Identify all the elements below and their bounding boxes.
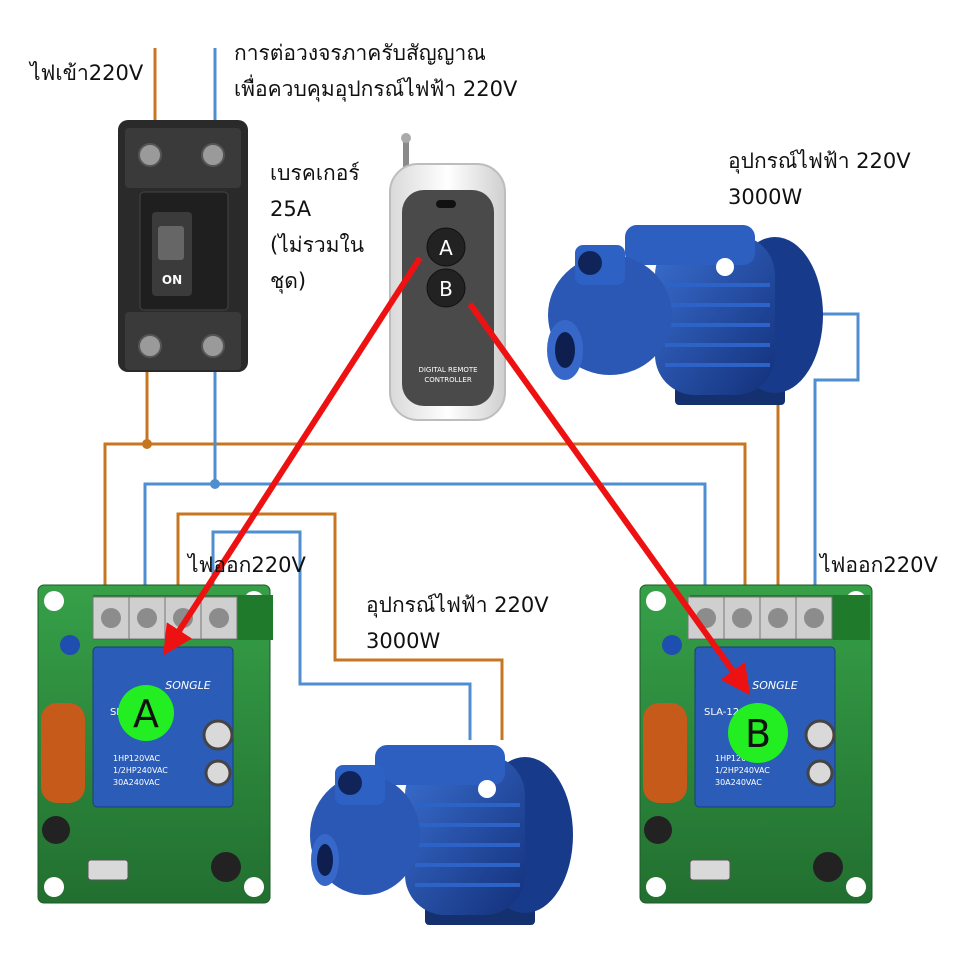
badge-a [118,685,174,741]
badge-a-label: A [133,692,159,736]
signal-title-line1: การต่อวงจรภาครับสัญญาณ [234,41,486,65]
relay-model-right: SLA-12 [704,707,739,718]
wires [103,48,860,740]
remote-brand-line2: CONTROLLER [424,376,472,384]
remote-button-a-label: A [439,236,453,260]
relay-spec2-left: 1/2HP240VAC [113,766,168,775]
remote-button-a[interactable]: A [426,227,466,267]
signal-title-line2: เพื่อควบคุมอุปกรณ์ไฟฟ้า 220V [234,77,518,101]
live-junction [142,439,152,449]
device-top-label-line2: 3000W [728,185,803,209]
breaker-label-line4: ชุด) [270,269,307,293]
relay-spec3-left: 30A240VAC [113,778,160,787]
power-out-left-label: ไฟออก220V [188,553,306,577]
neutral-junction [210,479,220,489]
live-bus-wire [103,368,149,598]
capacitor-icon [202,719,234,751]
pump-icon-bottom [310,745,573,925]
breaker-label-line1: เบรคเกอร์ [270,161,360,185]
relay-brand-left: SONGLE [165,679,211,692]
badge-b-label: B [745,712,771,756]
relay-brand-right: SONGLE [752,679,798,692]
power-out-right-label: ไฟออก220V [820,553,938,577]
relay-spec2-right: 1/2HP240VAC [715,766,770,775]
remote-button-b-label: B [439,277,453,301]
left-out-live-wire [176,512,504,740]
badge-b [728,703,788,763]
remote-brand-line1: DIGITAL REMOTE [418,366,477,374]
device-bottom-label-line1: อุปกรณ์ไฟฟ้า 220V [366,593,549,617]
terminal-block [687,596,833,640]
device-bottom-label-line2: 3000W [366,629,441,653]
receiver-board-right: SONGLE SLA-12 1HP120VAC 1/2HP240VAC 30A2… [639,584,873,904]
signal-arrow-a [163,256,423,656]
neutral-bus-wire-right [215,482,707,598]
power-in-label: ไฟเข้า220V [30,61,144,85]
relay-spec3-right: 30A240VAC [715,778,762,787]
receiver-board-left: SONGLE SLA- 1HP120VAC 1/2HP240VAC 30A240… [37,584,273,904]
breaker-label-line2: 25A [270,197,312,221]
remote-button-b[interactable]: B [426,268,466,308]
relay-spec1-left: 1HP120VAC [113,754,160,763]
neutral-bus-wire [143,368,217,598]
breaker-switch-label: ON [162,273,182,287]
right-out-neutral-wire [813,312,860,598]
remote-icon: A B DIGITAL REMOTE CONTROLLER [389,133,506,421]
relay-spec1-right: 1HP120VAC [715,754,762,763]
terminal-block [92,596,238,640]
pump-icon-top [547,225,823,405]
live-bus-wire-right [147,442,747,598]
breaker-icon: ON [118,120,248,372]
left-out-neutral-wire [211,530,472,740]
capacitor-icon [804,719,836,751]
breaker-label-line3: (ไม่รวมใน [270,233,365,257]
device-top-label-line1: อุปกรณ์ไฟฟ้า 220V [728,149,911,173]
signal-arrow-b [467,302,751,696]
